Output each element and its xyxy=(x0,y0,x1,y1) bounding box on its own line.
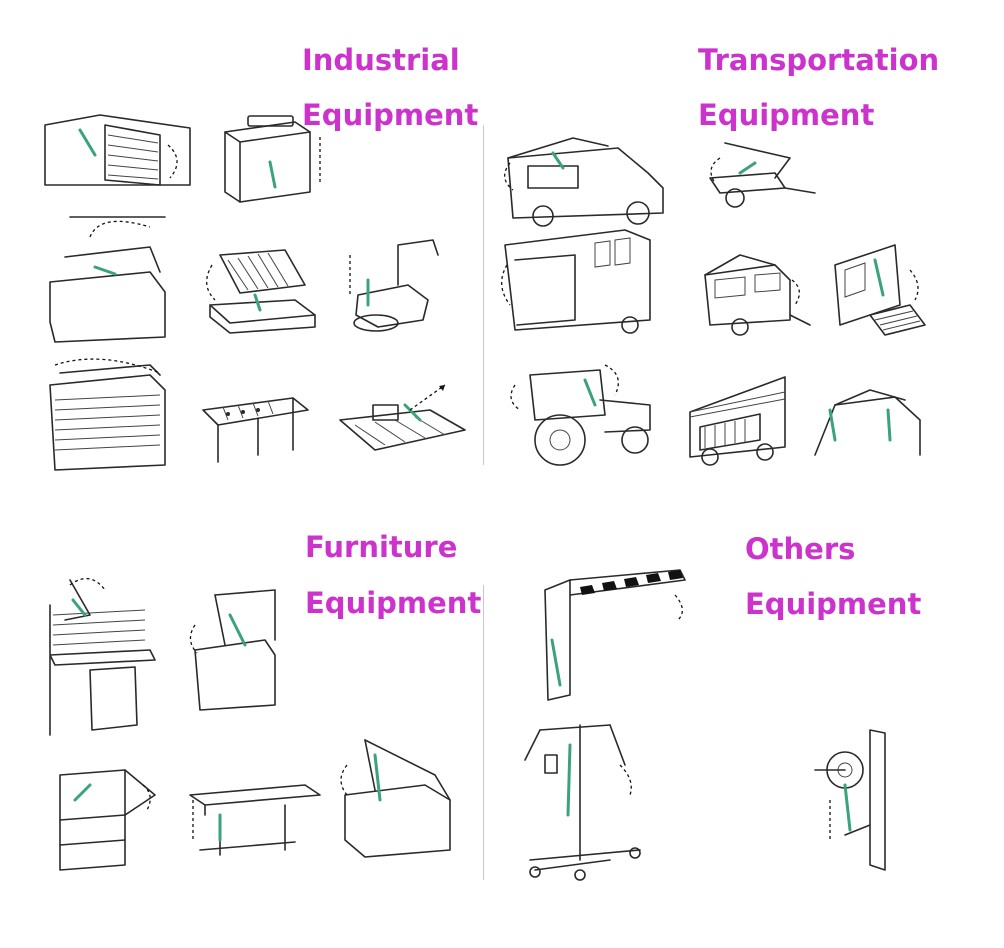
industrial-container-bin-illustration xyxy=(49,358,166,471)
transport-camper-trailer-illustration xyxy=(704,254,811,336)
industrial-conveyor-illustration xyxy=(339,384,466,451)
divider-bottom xyxy=(483,585,484,880)
furniture-label-line2: Equipment xyxy=(305,586,482,620)
industrial-storage-bed-illustration xyxy=(206,249,316,334)
others-label-line1: Others xyxy=(745,532,856,566)
others-wall-mechanism-illustration xyxy=(814,729,886,871)
furniture-workbench-illustration xyxy=(49,578,156,736)
industrial-label-line2: Equipment xyxy=(302,98,479,132)
industrial-display-counter-illustration xyxy=(49,216,166,343)
furniture-hutch-cabinet-illustration xyxy=(59,769,156,871)
transportation-label-line2: Equipment xyxy=(698,98,875,132)
furniture-label-line1: Furniture xyxy=(305,530,458,564)
industrial-garage-door-illustration xyxy=(44,114,191,186)
transportation-label-line1: Transportation xyxy=(698,43,940,77)
others-patient-lift-illustration xyxy=(524,724,641,881)
industrial-cabinet-illustration xyxy=(224,115,321,203)
furniture-lift-table-illustration xyxy=(189,784,321,856)
transport-food-truck-illustration xyxy=(504,137,664,227)
transport-car-hatch-illustration xyxy=(814,389,921,456)
furniture-chest-lid-illustration xyxy=(189,589,276,711)
transport-bus-illustration xyxy=(501,229,651,334)
industrial-floor-scrubber-illustration xyxy=(349,239,439,332)
industrial-foosball-table-illustration xyxy=(202,397,309,463)
furniture-storage-bench-illustration xyxy=(340,739,451,858)
transport-tractor-illustration xyxy=(510,364,651,466)
transport-coach-side-illustration xyxy=(689,376,786,466)
others-barrier-gate-illustration xyxy=(544,569,686,701)
divider-top xyxy=(483,125,484,465)
transport-van-rear-door-illustration xyxy=(834,244,926,336)
industrial-label-line1: Industrial xyxy=(302,43,460,77)
transport-utility-trailer-illustration xyxy=(709,142,816,208)
others-label-line2: Equipment xyxy=(745,587,922,621)
